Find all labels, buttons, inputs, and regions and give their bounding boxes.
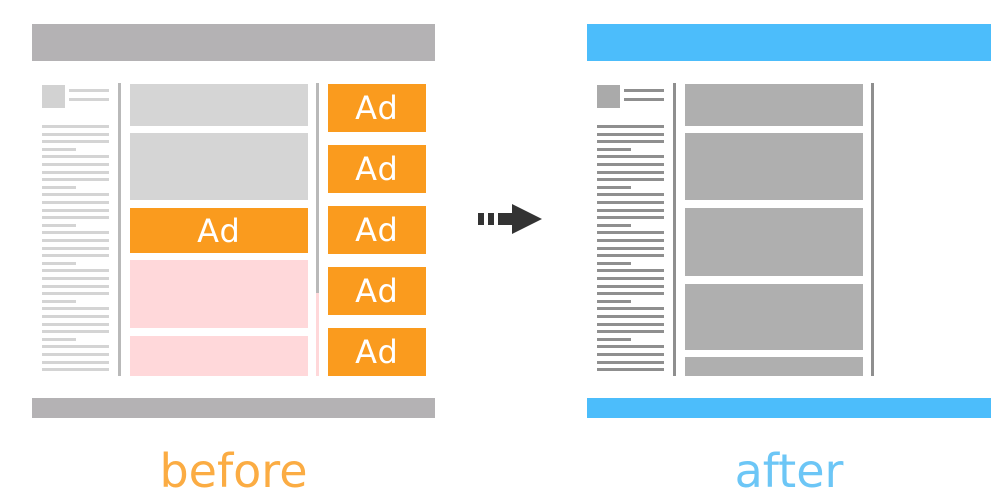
before-sidebar-ad: Ad	[328, 206, 426, 254]
before-footer-bar	[32, 398, 435, 418]
after-sidebar-line	[597, 140, 664, 144]
before-content-block-pink	[130, 336, 308, 376]
arrow-right-icon	[478, 200, 544, 240]
before-sidebar-line	[42, 132, 109, 136]
after-sidebar-line	[624, 89, 664, 92]
after-sidebar-line	[597, 368, 664, 372]
after-content-block	[685, 357, 863, 376]
before-content-block	[130, 133, 308, 200]
after-sidebar-line	[597, 193, 664, 197]
before-sidebar-line	[42, 284, 109, 288]
after-sidebar-line	[597, 132, 664, 136]
before-sidebar-line	[69, 89, 109, 92]
after-sidebar-line	[597, 223, 631, 227]
before-inline-ad: Ad	[130, 208, 308, 253]
before-sidebar-line	[42, 261, 76, 265]
after-sidebar-line	[597, 284, 664, 288]
before-sidebar-line	[42, 170, 109, 174]
after-sidebar-line	[597, 125, 664, 128]
after-sidebar-line	[597, 292, 664, 296]
before-sidebar-line	[42, 193, 109, 197]
before-sidebar-line	[42, 322, 109, 326]
before-sidebar-line	[42, 330, 109, 334]
before-sidebar-line	[42, 345, 109, 349]
after-sidebar-line	[597, 330, 664, 334]
before-sidebar-line	[42, 337, 76, 341]
before-sidebar-line	[42, 246, 109, 250]
before-sidebar-line	[42, 223, 76, 227]
after-content-block	[685, 133, 863, 200]
before-content-block	[130, 84, 308, 126]
before-sidebar-line	[42, 147, 76, 151]
after-sidebar-thumbnail	[597, 85, 620, 108]
after-divider-right	[871, 83, 874, 376]
before-divider-right-pink	[316, 293, 319, 376]
before-sidebar-line	[42, 292, 109, 296]
after-sidebar-line	[597, 208, 664, 212]
after-sidebar-line	[597, 239, 664, 242]
before-sidebar-line	[42, 277, 109, 280]
after-sidebar-line	[597, 261, 631, 265]
after-sidebar-line	[597, 337, 631, 341]
before-sidebar-line	[42, 231, 109, 235]
before-sidebar-line	[42, 125, 109, 128]
before-sidebar-line	[42, 299, 76, 303]
before-sidebar-line	[42, 368, 109, 372]
after-sidebar-line	[597, 246, 664, 250]
before-content-block-pink	[130, 260, 308, 328]
after-sidebar-line	[597, 299, 631, 303]
before-divider-right	[316, 83, 319, 293]
before-sidebar-line	[42, 360, 109, 364]
before-sidebar-line	[42, 216, 109, 220]
before-sidebar-line	[42, 269, 109, 273]
after-sidebar-line	[597, 185, 631, 189]
before-sidebar-line	[42, 155, 109, 159]
after-sidebar-line	[597, 315, 664, 318]
after-footer-bar	[587, 398, 991, 418]
after-sidebar-line	[597, 307, 664, 311]
before-sidebar-line	[42, 140, 109, 144]
after-sidebar-line	[597, 231, 664, 235]
before-sidebar-line	[42, 201, 109, 204]
after-sidebar-line	[597, 269, 664, 273]
after-sidebar-line	[597, 322, 664, 326]
before-sidebar-line	[42, 208, 109, 212]
before-sidebar-ad: Ad	[328, 84, 426, 132]
before-sidebar-line	[69, 98, 109, 101]
before-sidebar-line	[42, 163, 109, 166]
after-header-bar	[587, 24, 991, 61]
after-sidebar-line	[597, 201, 664, 204]
after-sidebar-line	[624, 98, 664, 101]
before-sidebar-line	[42, 254, 109, 258]
before-sidebar-line	[42, 353, 109, 356]
after-sidebar-line	[597, 254, 664, 258]
after-sidebar-line	[597, 277, 664, 280]
before-sidebar-ad: Ad	[328, 267, 426, 315]
after-sidebar-line	[597, 345, 664, 349]
after-sidebar-line	[597, 170, 664, 174]
after-divider-left	[673, 83, 676, 376]
after-sidebar-line	[597, 163, 664, 166]
before-sidebar-ad: Ad	[328, 328, 426, 376]
before-divider-left	[118, 83, 121, 376]
before-sidebar-ad: Ad	[328, 145, 426, 193]
before-caption: before	[159, 444, 308, 498]
after-sidebar-line	[597, 353, 664, 356]
after-sidebar-line	[597, 360, 664, 364]
before-sidebar-thumbnail	[42, 85, 65, 108]
before-sidebar-line	[42, 315, 109, 318]
after-sidebar-line	[597, 178, 664, 182]
after-content-block	[685, 84, 863, 126]
after-sidebar-line	[597, 155, 664, 159]
before-sidebar-line	[42, 307, 109, 311]
after-content-block	[685, 284, 863, 350]
after-caption: after	[734, 444, 844, 498]
after-content-block	[685, 208, 863, 276]
after-sidebar-line	[597, 147, 631, 151]
after-sidebar-line	[597, 216, 664, 220]
before-sidebar-line	[42, 178, 109, 182]
before-sidebar-line	[42, 239, 109, 242]
before-header-bar	[32, 24, 435, 61]
before-sidebar-line	[42, 185, 76, 189]
